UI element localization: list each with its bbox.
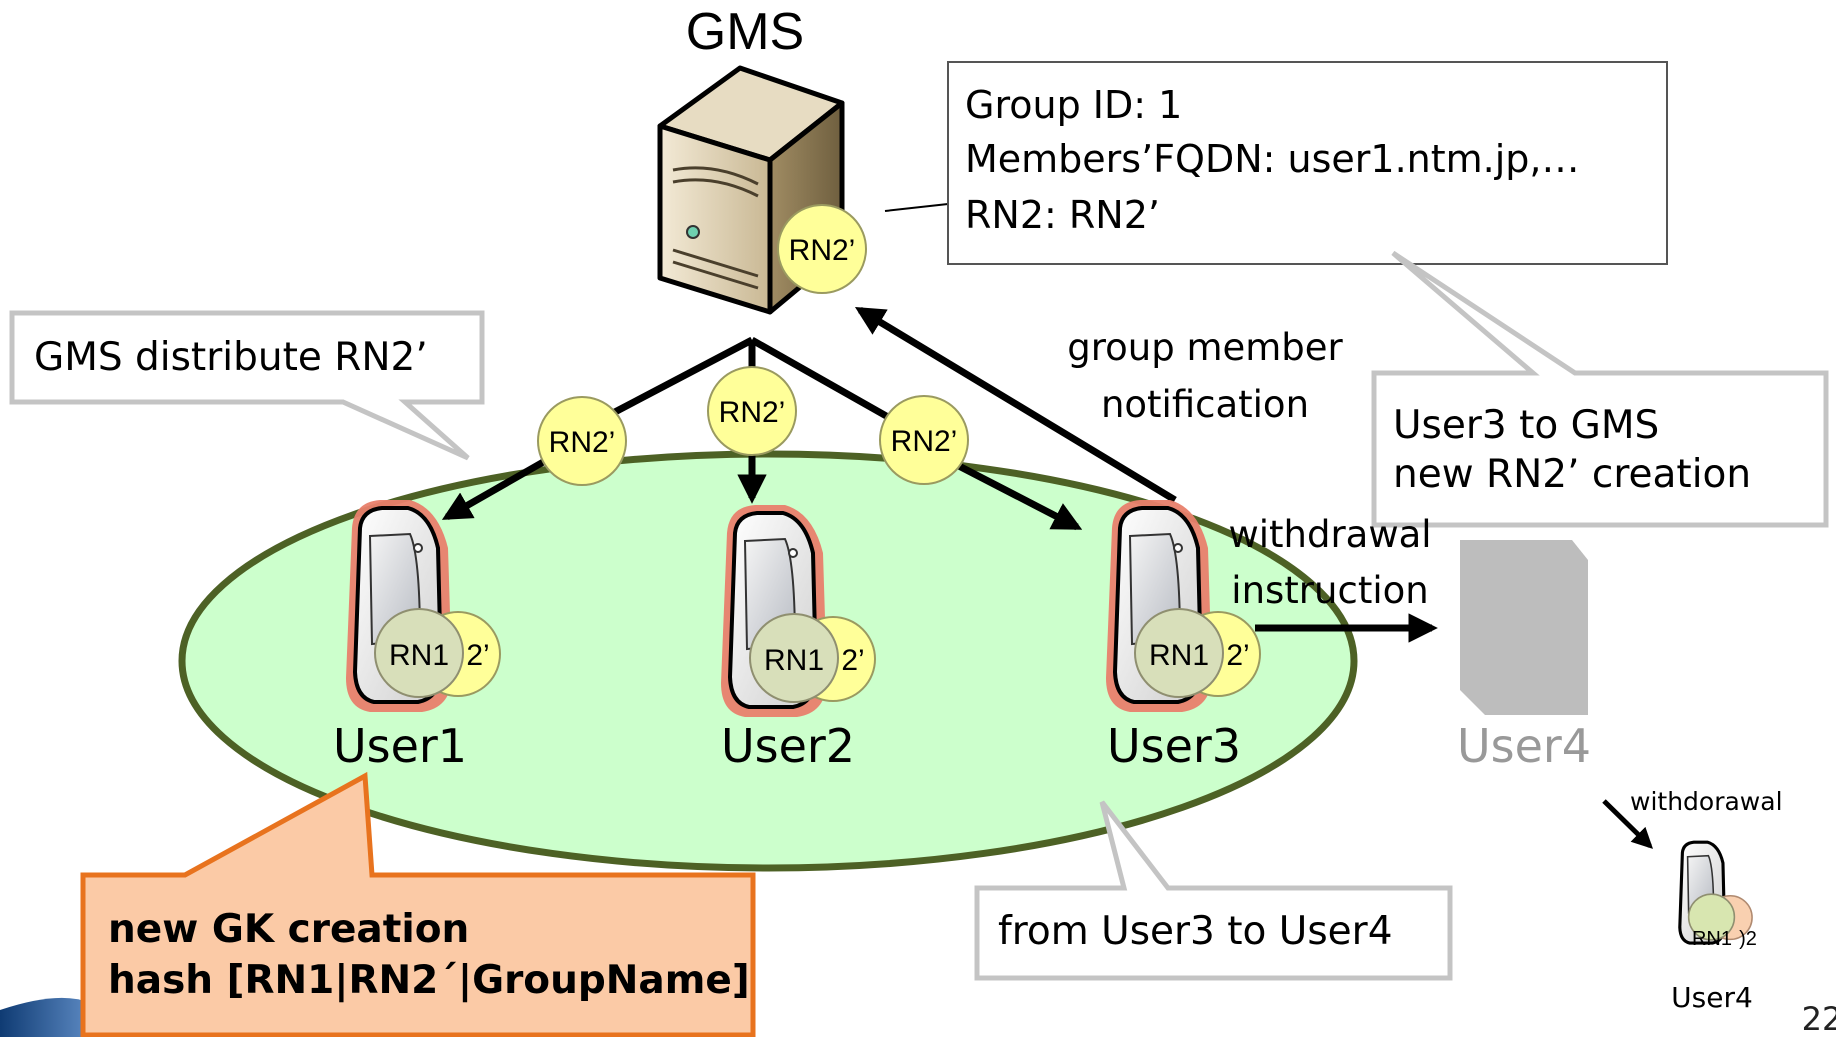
inset-rn1: RN1 bbox=[1692, 928, 1732, 950]
user1-label: User1 bbox=[333, 719, 467, 773]
callout-distribute: GMS distribute RN2’ bbox=[9, 310, 485, 461]
user3-rn2: 2’ bbox=[1226, 639, 1249, 672]
withdrawal-label-line1: withdrawal bbox=[1228, 513, 1431, 556]
callout-distribute-text: GMS distribute RN2’ bbox=[34, 335, 428, 380]
info-connector bbox=[884, 203, 949, 212]
server-rn2-badge: RN2’ bbox=[777, 204, 867, 294]
callout-creation-line1: User3 to GMS bbox=[1393, 403, 1659, 448]
user1-rn1: RN1 bbox=[389, 639, 449, 672]
group-info-box: Group ID: 1 Members’FQDN: user1.ntm.jp,…… bbox=[947, 61, 1668, 265]
info-members: Members’FQDN: user1.ntm.jp,… bbox=[965, 137, 1580, 181]
rn2-badge-left: RN2’ bbox=[537, 396, 627, 486]
notification-label-line2: notification bbox=[1101, 383, 1309, 426]
user2-device bbox=[721, 505, 876, 717]
rn2-badge-right-label: RN2’ bbox=[891, 425, 958, 458]
inset-withdrawal: withdorawal RN1 )2 User4 bbox=[1602, 787, 1783, 1014]
callout-gk-line2: hash [RN1|RN2´|GroupName] bbox=[108, 958, 750, 1003]
user2-rn1: RN1 bbox=[764, 644, 824, 677]
gms-server: GMS RN2’ bbox=[657, 3, 867, 315]
user3-rn1: RN1 bbox=[1149, 639, 1209, 672]
rn2-badge-center: RN2’ bbox=[707, 366, 797, 456]
user3-device bbox=[1106, 500, 1261, 712]
user4-silhouette bbox=[1460, 540, 1588, 715]
callout-creation-line2: new RN2’ creation bbox=[1393, 452, 1751, 497]
callout-from-user3-text: from User3 to User4 bbox=[998, 909, 1393, 954]
server-title: GMS bbox=[686, 3, 804, 61]
user2-rn2: 2’ bbox=[841, 644, 864, 677]
inset-label: withdorawal bbox=[1630, 787, 1783, 816]
page-number: 22 bbox=[1802, 1000, 1836, 1037]
callout-creation: User3 to GMS new RN2’ creation bbox=[1371, 250, 1829, 528]
user3-label: User3 bbox=[1107, 719, 1241, 773]
withdrawal-label-line2: instruction bbox=[1231, 569, 1428, 612]
notification-arrow bbox=[854, 306, 1177, 503]
user2-label: User2 bbox=[721, 719, 855, 773]
info-rn2: RN2: RN2’ bbox=[965, 193, 1160, 237]
callout-gk-creation: new GK creation hash [RN1|RN2´|GroupName… bbox=[80, 771, 756, 1037]
user1-rn2: 2’ bbox=[466, 639, 489, 672]
rn2-badge-left-label: RN2’ bbox=[549, 426, 616, 459]
user4-label: User4 bbox=[1457, 719, 1591, 773]
decorative-swoosh bbox=[0, 997, 90, 1037]
inset-user4-device bbox=[1678, 840, 1753, 945]
rn2-badge-center-label: RN2’ bbox=[719, 396, 786, 429]
rn2-badge-right: RN2’ bbox=[879, 395, 969, 485]
inset-user4-label: User4 bbox=[1671, 981, 1753, 1014]
notification-label-line1: group member bbox=[1067, 326, 1343, 369]
server-rn2-badge-label: RN2’ bbox=[789, 234, 856, 267]
info-group-id: Group ID: 1 bbox=[965, 83, 1182, 127]
user1-device bbox=[346, 500, 501, 712]
callout-gk-line1: new GK creation bbox=[108, 907, 469, 952]
inset-rn2: )2 bbox=[1739, 928, 1757, 950]
callout-from-user3: from User3 to User4 bbox=[974, 800, 1453, 981]
